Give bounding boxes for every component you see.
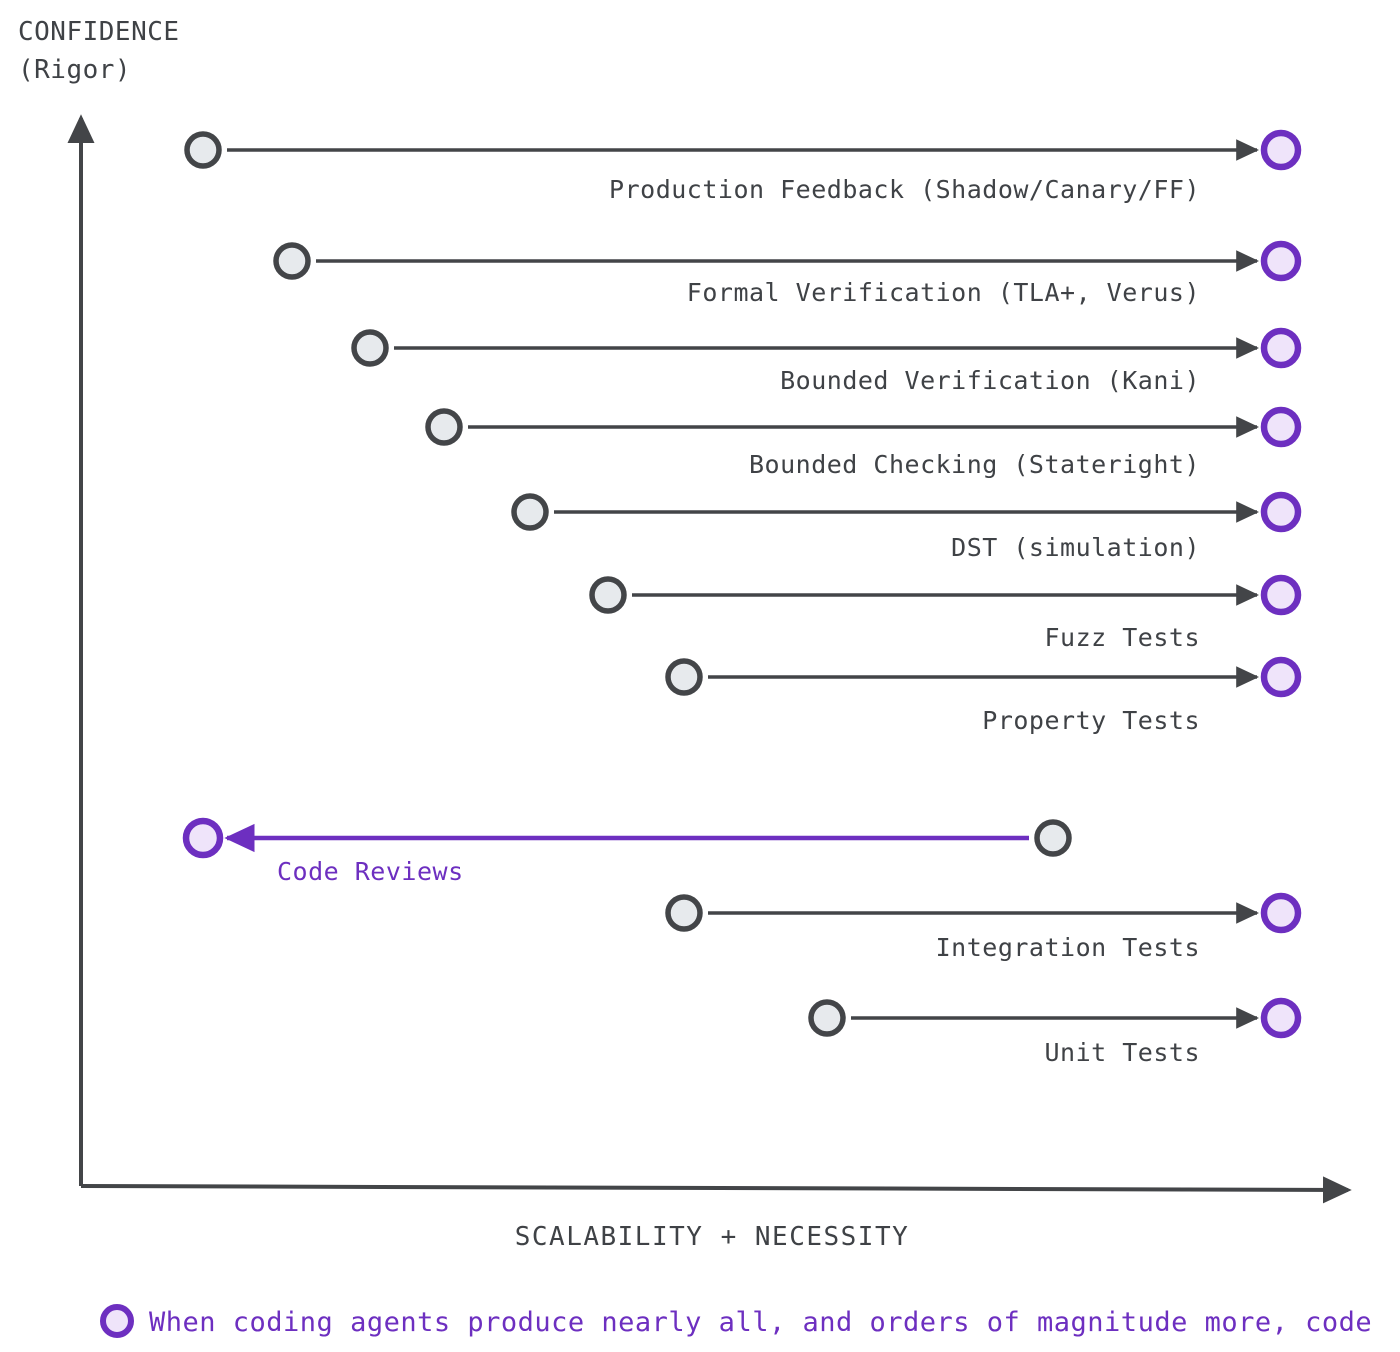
series-rows: Production Feedback (Shadow/Canary/FF) Fo… [182,129,1302,1067]
series-start-marker[interactable] [511,493,549,531]
series-label: Formal Verification (TLA+, Verus) [687,278,1200,307]
series-end-marker[interactable] [1260,240,1302,282]
series-row[interactable]: Bounded Checking (Stateright) [425,406,1302,479]
x-axis-line [80,1176,1352,1204]
series-row[interactable]: DST (simulation) [511,491,1302,562]
series-end-marker[interactable] [182,817,224,859]
series-start-marker[interactable] [1034,819,1072,857]
series-row[interactable]: Fuzz Tests [589,574,1302,652]
series-label: DST (simulation) [951,533,1200,562]
series-label: Bounded Checking (Stateright) [749,450,1200,479]
series-end-marker[interactable] [1260,574,1302,616]
series-start-marker[interactable] [665,658,703,696]
series-label: Fuzz Tests [1044,623,1200,652]
series-label: Property Tests [982,706,1200,735]
series-end-marker[interactable] [1260,406,1302,448]
series-end-marker[interactable] [1260,491,1302,533]
series-label: Bounded Verification (Kani) [780,366,1200,395]
series-start-marker[interactable] [351,329,389,367]
series-end-marker[interactable] [1260,656,1302,698]
legend-marker-icon [100,1304,134,1338]
series-start-marker[interactable] [425,408,463,446]
series-row[interactable]: Production Feedback (Shadow/Canary/FF) [184,129,1302,204]
series-label: Integration Tests [936,933,1200,962]
series-row[interactable]: Property Tests [665,656,1302,735]
series-start-marker[interactable] [273,242,311,280]
x-axis-title: SCALABILITY + NECESSITY [515,1222,910,1252]
legend-label: When coding agents produce nearly all, a… [149,1307,1372,1338]
series-end-marker[interactable] [1260,892,1302,934]
series-row[interactable]: Unit Tests [808,997,1302,1067]
series-start-marker[interactable] [589,576,627,614]
series-start-marker[interactable] [184,131,222,169]
series-end-marker[interactable] [1260,997,1302,1039]
series-label: Code Reviews [277,857,464,886]
series-label: Production Feedback (Shadow/Canary/FF) [609,175,1200,204]
y-axis-title: CONFIDENCE (Rigor) [18,17,180,85]
legend-item: When coding agents produce nearly all, a… [100,1304,1372,1338]
y-axis-title-line-2: (Rigor) [18,55,131,85]
legend: When coding agents produce nearly all, a… [100,1304,1372,1338]
series-row[interactable]: Integration Tests [665,892,1302,962]
series-end-marker[interactable] [1260,129,1302,171]
series-start-marker[interactable] [808,999,846,1037]
series-row[interactable]: Bounded Verification (Kani) [351,327,1302,395]
series-row[interactable]: Formal Verification (TLA+, Verus) [273,240,1302,307]
series-start-marker[interactable] [665,894,703,932]
series-label: Unit Tests [1044,1038,1200,1067]
y-axis-title-line-1: CONFIDENCE [18,17,180,47]
series-row[interactable]: Code Reviews [182,817,1072,886]
series-end-marker[interactable] [1260,327,1302,369]
axes [67,114,1352,1204]
